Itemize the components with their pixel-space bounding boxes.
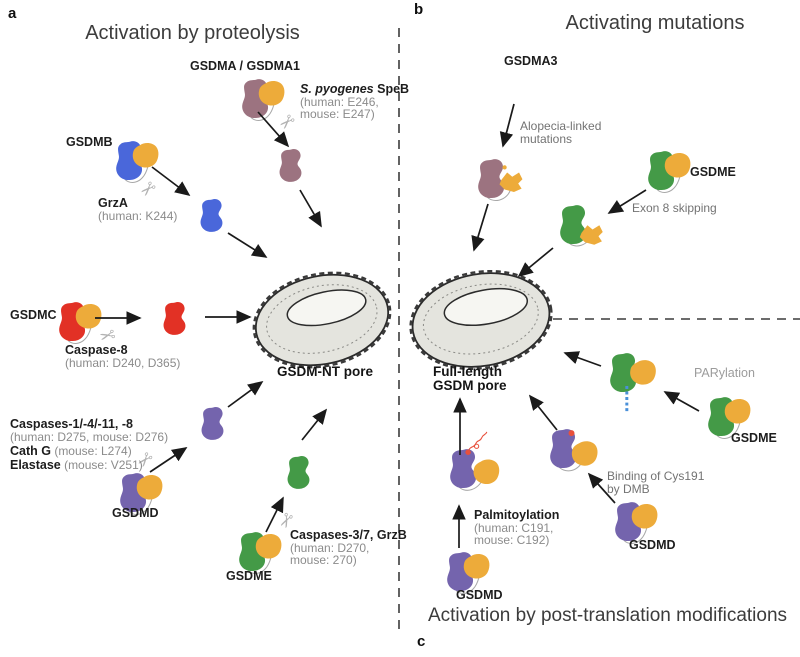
gsdme-exon8-skipped-protein — [560, 205, 603, 247]
arrow-gsdme-cleavage — [265, 496, 284, 533]
gsdmd-protein-c-left — [447, 552, 490, 594]
arrow-gsdma-to-pore — [299, 189, 322, 228]
palmitoyl-ring — [473, 443, 480, 449]
gsdmd-label-c-left: GSDMD — [456, 588, 503, 602]
palmitoyl-chain — [468, 431, 488, 451]
full-length-pore-label: Full-length GSDM pore — [433, 364, 507, 393]
arrow-gsdma3-mutation — [499, 103, 515, 148]
caspases37-annotation: Caspases-3/7, GrzB (human: D270, mouse: … — [290, 528, 407, 567]
parylation-annotation: PARylation — [694, 366, 755, 380]
gsdme-protein — [239, 532, 282, 574]
panel-letter-b: b — [414, 1, 424, 18]
gsdme-protein-c — [708, 397, 751, 439]
gsdme-parylated-protein — [610, 353, 656, 412]
gsdm-nt-pore — [252, 271, 392, 369]
gsdmd-label-c-right: GSDMD — [629, 538, 676, 552]
caspase8-annotation: Caspase-8 (human: D240, D365) — [65, 343, 181, 370]
panel-c-title: Activation by post-translation modificat… — [427, 605, 788, 626]
panel-b-title: Activating mutations — [565, 12, 745, 34]
gsdme-label-a: GSDME — [226, 569, 272, 583]
gsdma-label: GSDMA / GSDMA1 — [190, 59, 300, 73]
gsdme-full-protein — [648, 151, 691, 193]
gsdmd-nt-fragment — [201, 406, 224, 440]
arrow-gsdmb-to-pore — [227, 232, 268, 258]
gsdmd-label-a: GSDMD — [112, 506, 159, 520]
full-length-gsdm-pore — [409, 269, 553, 371]
exon8-annotation: Exon 8 skipping — [632, 201, 717, 215]
gsdmc-label: GSDMC — [10, 308, 57, 322]
arrow-gsdmd-cleavage — [149, 447, 188, 473]
gsdmd-proteases-annotation: Caspases-1/-4/-11, -8 (human: D275, mous… — [10, 417, 169, 472]
gsdmb-label: GSDMB — [66, 135, 113, 149]
arrow-gsdmb-cleavage — [151, 166, 191, 197]
gsdmb-protein — [116, 141, 159, 183]
arrow-gsdme-to-pore — [301, 408, 328, 441]
gsdmd-palmitoylated-protein — [450, 431, 500, 491]
gsdme-nt-fragment — [287, 455, 310, 489]
gsdma-nt-fragment — [279, 148, 302, 182]
gsdmc-protein — [59, 302, 102, 344]
grza-annotation: GrzA (human: K244) — [98, 196, 178, 223]
dmb-binding-annotation: Binding of Cys191 by DMB — [607, 469, 705, 496]
arrow-exon8-skipping — [607, 189, 647, 214]
gsdma-protein — [242, 79, 285, 121]
alopecia-annotation: Alopecia-linked mutations — [520, 119, 602, 146]
gsdmb-nt-fragment — [200, 198, 223, 232]
arrow-gsdma3-to-pore — [471, 203, 489, 252]
arrow-gsdmd-to-pore — [227, 380, 264, 408]
panel-letter-c: c — [417, 633, 426, 650]
arrow-cys191-to-pore — [528, 394, 558, 431]
cys191-dot — [568, 430, 575, 437]
gsdmd-protein — [120, 473, 163, 515]
gsdme-label-c: GSDME — [731, 431, 777, 445]
gsdm-nt-pore-label: GSDM-NT pore — [277, 364, 373, 379]
palmitoyl-site-dot — [465, 449, 471, 455]
gsdme-label-b: GSDME — [690, 165, 736, 179]
panel-letter-a: a — [8, 5, 17, 22]
arrow-parylated-to-pore — [563, 351, 602, 367]
gsdmd-cys191-bound-protein — [550, 429, 598, 472]
gsdmd-protein-c-right — [615, 502, 658, 544]
arrow-gsdmd-dmb-binding — [587, 472, 616, 504]
gsdmc-nt-fragment — [163, 301, 186, 335]
speb-name: S. pyogenes SpeB — [300, 82, 410, 96]
panel-a-title: Activation by proteolysis — [85, 22, 300, 44]
gsdma3-mutated-protein — [478, 159, 523, 201]
arrow-gsdme-parylation — [663, 391, 700, 412]
arrow-exon8-to-pore — [517, 247, 554, 278]
gsdma3-label: GSDMA3 — [504, 54, 558, 68]
speb-annotation: S. pyogenes SpeB (human: E246, mouse: E2… — [300, 82, 410, 121]
palmitoylation-annotation: Palmitoylation (human: C191, mouse: C192… — [474, 508, 560, 547]
arrow-gsdma-cleavage — [257, 111, 290, 148]
